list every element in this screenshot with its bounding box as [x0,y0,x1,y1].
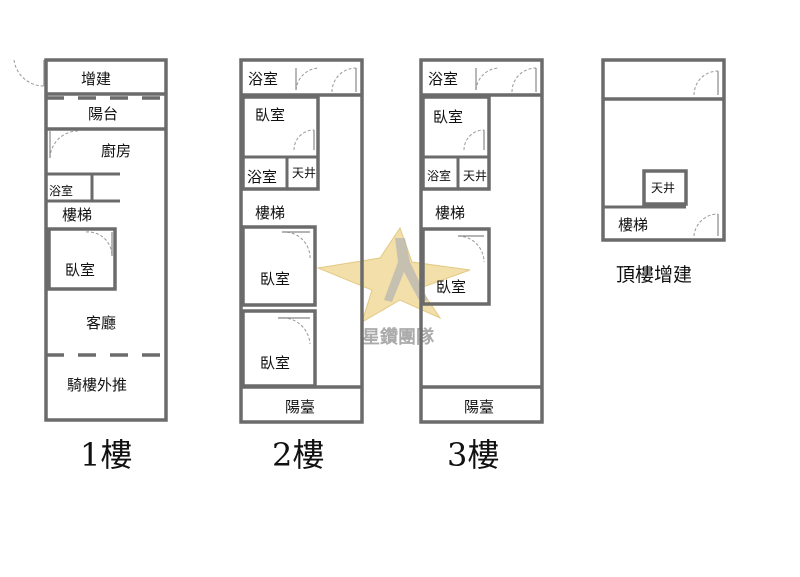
rooftop-plan: 天井 樓梯 頂樓增建 [601,58,726,286]
room-label-bathroom-top: 浴室 [248,70,278,88]
room-label-living-room: 客廳 [86,314,116,332]
room-label-stairs: 樓梯 [435,204,465,222]
door-icon [13,59,45,87]
floor-label-3: 3樓 [447,436,499,474]
room-label-balcony: 陽台 [88,105,118,123]
room-label-bedroom-2: 臥室 [436,278,466,296]
room-label-bedroom-1: 臥室 [433,108,463,126]
floor-3-plan: 浴室 臥室 浴室 天井 樓梯 臥室 陽臺 3樓 [419,58,544,474]
room-label-bedroom-3: 臥室 [260,354,290,372]
room-label-bathroom-top: 浴室 [428,70,458,88]
watermark-text: 星鑽團隊 [362,326,435,348]
room-label-kitchen: 廚房 [101,142,131,160]
room-label-arcade: 騎樓外推 [67,376,127,394]
room-label-bathroom-2: 浴室 [427,168,451,183]
room-label-bathroom: 浴室 [49,183,73,198]
floor-1-plan: 增建 陽台 廚房 浴室 樓梯 臥室 客廳 騎樓外推 1樓 [13,58,168,474]
floor-2-plan: 浴室 臥室 浴室 天井 樓梯 臥室 臥室 陽臺 2樓 [239,58,364,474]
floor-label-1: 1樓 [80,436,132,474]
room-label-skylight: 天井 [292,166,316,180]
room-label-bedroom-1: 臥室 [255,106,285,124]
watermark: 星鑽團隊 [316,226,471,348]
room-label-bathroom-2: 浴室 [247,168,277,186]
room-label-stairs: 樓梯 [62,206,92,224]
room-label-bedroom: 臥室 [65,261,95,279]
room-label-skylight: 天井 [463,169,487,183]
room-label-extension: 增建 [81,70,111,88]
floor-label-rooftop: 頂樓增建 [616,264,692,286]
room-label-stairs: 樓梯 [255,204,285,222]
room-label-terrace: 陽臺 [285,398,315,416]
room-label-skylight: 天井 [651,181,675,195]
room-label-bedroom-2: 臥室 [260,270,290,288]
floor-label-2: 2樓 [272,436,324,474]
watermark-person-icon [384,238,428,302]
room-label-terrace: 陽臺 [464,398,494,416]
room-label-stairs: 樓梯 [618,216,648,234]
